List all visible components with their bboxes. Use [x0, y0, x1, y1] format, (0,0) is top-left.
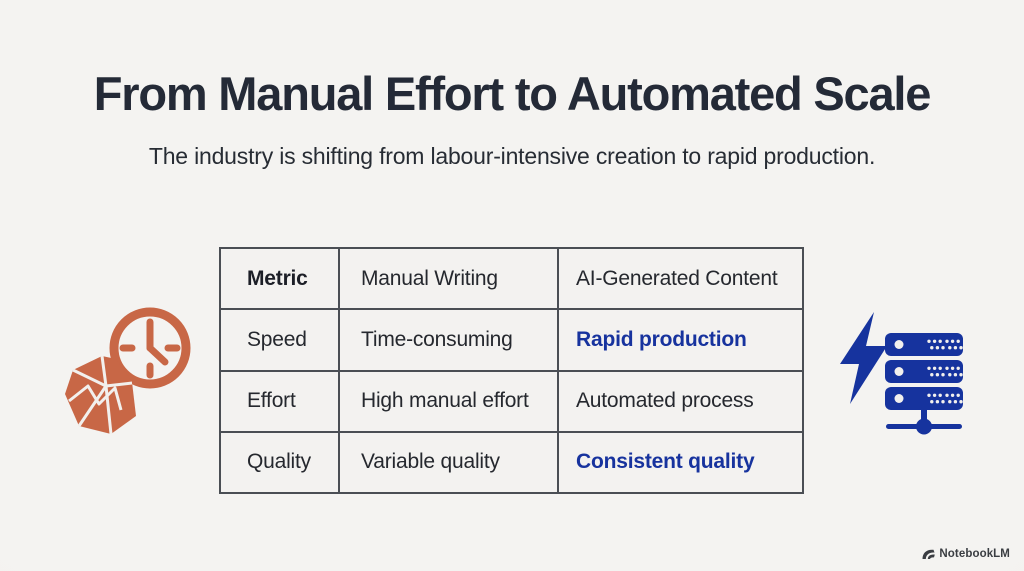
table-header-row: Metric Manual Writing AI-Generated Conte…: [219, 246, 804, 311]
header-metric: Metric: [219, 246, 340, 311]
server-stack-icon: [885, 333, 963, 435]
watermark-label: NotebookLM: [939, 548, 1010, 560]
page-title: From Manual Effort to Automated Scale: [93, 67, 932, 120]
watermark: NotebookLM: [921, 548, 1010, 560]
table-row: Quality Variable quality Consistent qual…: [219, 430, 804, 495]
notebooklm-logo-icon: [922, 549, 936, 559]
clock-icon: [109, 307, 191, 389]
header-ai-generated-content: AI-Generated Content: [557, 246, 804, 311]
row-effort-manual: High manual effort: [338, 369, 559, 433]
row-quality-metric: Quality: [219, 430, 340, 495]
row-effort-ai: Automated process: [557, 369, 804, 433]
row-speed-metric: Speed: [219, 308, 340, 372]
table-row: Effort High manual effort Automated proc…: [219, 369, 804, 433]
comparison-table: Metric Manual Writing AI-Generated Conte…: [219, 246, 804, 495]
row-speed-ai: Rapid production: [557, 308, 804, 372]
crumpled-paper-icon: [65, 355, 136, 435]
lightning-icon: [840, 312, 887, 404]
row-speed-manual: Time-consuming: [338, 308, 559, 372]
row-quality-manual: Variable quality: [338, 430, 559, 495]
row-quality-ai: Consistent quality: [557, 430, 804, 495]
header-manual-writing: Manual Writing: [338, 246, 559, 311]
manual-effort-icon: [65, 307, 191, 435]
row-effort-metric: Effort: [219, 369, 340, 433]
automated-scale-icon: [840, 312, 963, 435]
table-row: Speed Time-consuming Rapid production: [219, 308, 804, 372]
page-subtitle: The industry is shifting from labour-int…: [148, 143, 876, 169]
